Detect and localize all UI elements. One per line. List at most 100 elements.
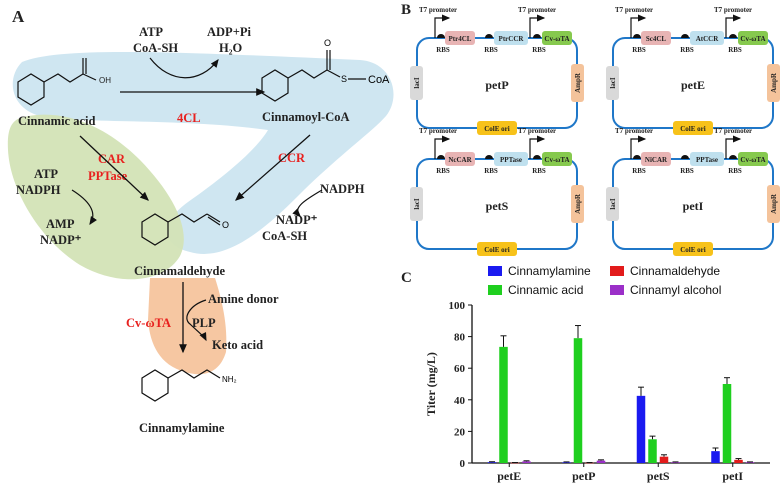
gene-box bbox=[690, 152, 724, 166]
gene-label: PtrCCR bbox=[499, 35, 525, 43]
gene-box bbox=[494, 152, 528, 166]
panel-c-letter: C bbox=[401, 270, 412, 286]
y-axis-label: Titer (mg/L) bbox=[424, 352, 438, 416]
laci-label: lacI bbox=[413, 77, 421, 89]
plasmid-name: petP bbox=[485, 78, 508, 92]
cinnamic-acid-label: Cinnamic acid bbox=[18, 114, 95, 128]
cole-ori-box bbox=[673, 242, 713, 256]
coash2-label: CoA-SH bbox=[262, 229, 307, 243]
y-tick-label: 0 bbox=[460, 458, 466, 470]
enzyme-cvota: Cv-ωTA bbox=[126, 316, 171, 330]
adp-pi-label: ADP+Pi bbox=[207, 25, 251, 39]
bar bbox=[596, 460, 606, 463]
gene-label: PPTase bbox=[500, 156, 522, 164]
promoter-arrow bbox=[630, 14, 647, 38]
legend-swatch bbox=[610, 266, 624, 276]
bar bbox=[487, 462, 497, 463]
gene-label: Cv-ωTA bbox=[544, 35, 569, 43]
laci-label: lacI bbox=[413, 198, 421, 210]
nadph-label: NADPH bbox=[16, 183, 61, 197]
gene-label: NiCAR bbox=[645, 156, 668, 164]
plasmid-name: petS bbox=[486, 199, 509, 213]
bar bbox=[671, 462, 680, 463]
arrow-ccr bbox=[235, 134, 311, 201]
plasmid-name: petI bbox=[683, 199, 704, 213]
rbs-mark bbox=[633, 155, 641, 159]
ampr-box bbox=[571, 185, 584, 223]
curve-cvota bbox=[186, 299, 207, 342]
enzyme-pptase: PPTase bbox=[88, 169, 128, 183]
laci-label: lacI bbox=[609, 198, 617, 210]
coa-label: CoA bbox=[368, 74, 390, 86]
gene-box bbox=[690, 31, 724, 45]
rbs-label: RBS bbox=[728, 167, 742, 175]
t7-promoter-label: T7 promoter bbox=[615, 127, 653, 135]
cole-ori-label: ColE ori bbox=[680, 246, 706, 254]
cole-ori-label: ColE ori bbox=[484, 125, 510, 133]
curve-car bbox=[71, 189, 97, 225]
cinnamylamine-label: Cinnamylamine bbox=[139, 421, 225, 435]
nh2-label: NH₂ bbox=[222, 375, 237, 384]
cole-ori-box bbox=[673, 121, 713, 135]
gene-label: AtCCR bbox=[696, 35, 719, 43]
gene-box bbox=[445, 152, 475, 166]
ampr-box bbox=[767, 64, 780, 102]
arrow-car bbox=[79, 135, 149, 201]
rbs-label: RBS bbox=[484, 167, 498, 175]
t7-promoter-label: T7 promoter bbox=[518, 6, 556, 14]
plp-label: PLP bbox=[192, 316, 216, 330]
legend-label: Cinnamyl alcohol bbox=[630, 283, 721, 297]
bar bbox=[659, 456, 669, 463]
aldehyde-o-label: O bbox=[222, 220, 229, 230]
ampr-box bbox=[571, 64, 584, 102]
bar bbox=[522, 461, 531, 463]
laci-box bbox=[410, 187, 423, 221]
cinnamaldehyde-structure bbox=[141, 213, 221, 246]
rbs-label: RBS bbox=[532, 46, 546, 54]
y-tick-label: 80 bbox=[454, 332, 466, 344]
amp-label: AMP bbox=[46, 217, 75, 231]
cole-ori-box bbox=[477, 242, 517, 256]
amine-donor-label: Amine donor bbox=[208, 292, 279, 306]
t7-promoter-label: T7 promoter bbox=[615, 6, 653, 14]
rbs-label: RBS bbox=[436, 167, 450, 175]
rbs-mark bbox=[633, 34, 641, 38]
rbs-label: RBS bbox=[728, 46, 742, 54]
atp2-label: ATP bbox=[34, 167, 58, 181]
y-tick-label: 100 bbox=[449, 300, 466, 312]
gene-label: Cv-ωTA bbox=[740, 156, 765, 164]
curve-4cl bbox=[149, 57, 219, 79]
gene-box bbox=[738, 31, 768, 45]
laci-box bbox=[606, 66, 619, 100]
rbs-mark bbox=[681, 34, 689, 38]
orange-band bbox=[148, 278, 227, 375]
t7-promoter-label: T7 promoter bbox=[714, 6, 752, 14]
cole-ori-box bbox=[477, 121, 517, 135]
green-band bbox=[7, 114, 184, 280]
rbs-label: RBS bbox=[632, 46, 646, 54]
t7-promoter-label: T7 promoter bbox=[419, 6, 457, 14]
laci-label: lacI bbox=[609, 77, 617, 89]
promoter-arrow bbox=[434, 135, 451, 159]
gene-label: Ptr4CL bbox=[449, 35, 472, 43]
ampr-label: AmpR bbox=[770, 72, 778, 93]
cole-ori-label: ColE ori bbox=[484, 246, 510, 254]
bar bbox=[636, 395, 646, 463]
rbs-label: RBS bbox=[680, 167, 694, 175]
rbs-mark bbox=[437, 34, 445, 38]
legend-swatch bbox=[488, 285, 502, 295]
gene-box bbox=[641, 31, 671, 45]
enzyme-4cl: 4CL bbox=[177, 111, 201, 125]
nadp2-label: NADP⁺ bbox=[276, 213, 318, 227]
nadp-label: NADP⁺ bbox=[40, 233, 82, 247]
promoter-arrow bbox=[725, 135, 742, 159]
rbs-mark bbox=[485, 155, 493, 159]
enzyme-car: CAR bbox=[98, 152, 126, 166]
cinnamic-acid-structure bbox=[17, 58, 97, 106]
x-tick-label: petI bbox=[722, 469, 743, 483]
